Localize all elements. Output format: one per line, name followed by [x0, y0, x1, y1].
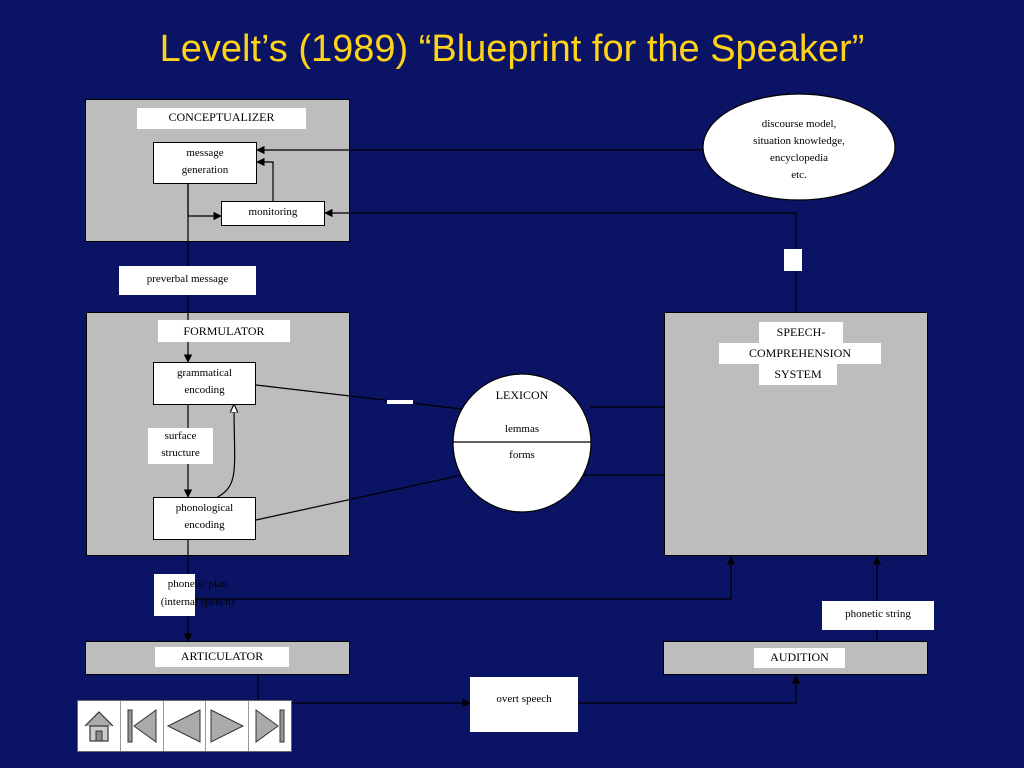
phonological-line1: phonological	[175, 502, 234, 514]
phonological-line2: encoding	[184, 519, 225, 531]
next-slide-icon	[210, 709, 245, 743]
discourse-line4: etc.	[791, 169, 807, 181]
phonetic-string-label: phonetic string	[822, 601, 934, 630]
grammatical-line2: encoding	[184, 384, 225, 396]
overt-speech-box: overt speech	[470, 677, 578, 732]
audition-label: AUDITION	[754, 648, 845, 668]
forms-label: forms	[509, 449, 535, 461]
conceptualizer-label: CONCEPTUALIZER	[137, 108, 306, 129]
decorative-mark	[387, 400, 413, 404]
first-slide-button[interactable]	[121, 701, 164, 751]
articulator-to-overt-arrow	[257, 675, 471, 708]
phonetic-plan-label: phonetic plan (internal speech)	[150, 575, 245, 611]
comprehension-label-line2: COMPREHENSION	[719, 343, 881, 364]
phonological-encoding-box: phonological encoding	[153, 497, 256, 540]
phonetic-plan-marker	[154, 574, 195, 616]
lexicon-circle	[452, 373, 592, 513]
internal-speech-arrow	[188, 556, 736, 600]
comprehension-label-line1: SPEECH-	[759, 322, 843, 343]
first-slide-icon	[127, 709, 157, 743]
last-slide-icon	[255, 709, 285, 743]
previous-slide-icon	[167, 709, 201, 743]
discourse-line1: discourse model,	[761, 118, 837, 130]
articulator-label: ARTICULATOR	[155, 647, 289, 667]
lexicon-label: LEXICON	[495, 388, 549, 402]
discourse-model-text: discourse model, situation knowledge, en…	[715, 116, 883, 184]
home-icon	[84, 711, 114, 742]
surface-line2: structure	[161, 447, 200, 459]
formulator-label: FORMULATOR	[158, 320, 290, 342]
grammatical-encoding-box: grammatical encoding	[153, 362, 256, 405]
overt-to-audition-arrow	[578, 675, 801, 704]
message-generation-box: message generation	[153, 142, 257, 184]
parsed-speech-to-monitoring-arrow	[324, 208, 797, 312]
message-generation-line1: message	[186, 147, 224, 159]
message-generation-line2: generation	[181, 164, 229, 176]
phonological-lexicon-link	[255, 474, 463, 521]
home-button[interactable]	[78, 701, 121, 751]
discourse-model-ellipse	[702, 93, 896, 201]
discourse-line3: encyclopedia	[769, 152, 829, 164]
lemmas-label: lemmas	[504, 423, 540, 435]
monitoring-to-message-arrow	[256, 157, 274, 201]
slide-navigation-bar	[77, 700, 292, 752]
slide-title: Levelt’s (1989) “Blueprint for the Speak…	[159, 28, 865, 70]
grammatical-line1: grammatical	[177, 367, 232, 379]
discourse-line2: situation knowledge,	[753, 135, 845, 147]
surface-structure-label: surface structure	[148, 428, 213, 464]
phonological-feedback-arrow	[215, 404, 235, 499]
phonetic-plan-line2: (internal speech)	[160, 596, 235, 608]
last-slide-button[interactable]	[249, 701, 291, 751]
preverbal-message-label: preverbal message	[119, 266, 256, 295]
message-to-monitoring-arrow	[187, 184, 222, 221]
next-slide-button[interactable]	[206, 701, 250, 751]
grammatical-lexicon-link	[255, 384, 471, 411]
previous-slide-button[interactable]	[164, 701, 207, 751]
monitoring-box: monitoring	[221, 201, 325, 226]
surface-line1: surface	[164, 430, 197, 442]
comprehension-label-line3: SYSTEM	[759, 364, 837, 385]
parsed-speech-marker	[784, 249, 802, 271]
phonetic-plan-line1: phonetic plan	[167, 578, 228, 590]
